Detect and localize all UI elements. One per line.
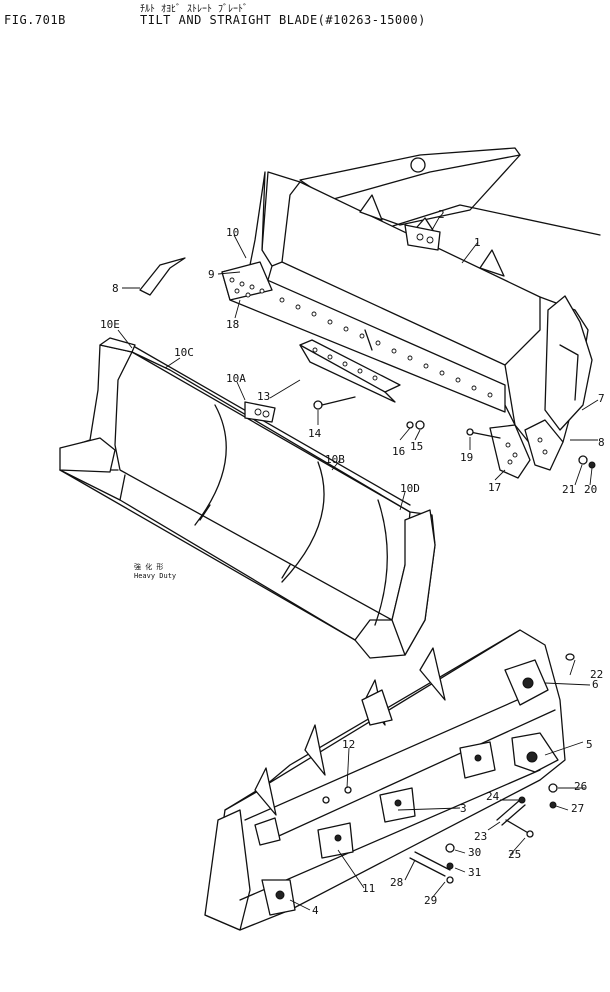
callout-11: 11 xyxy=(362,882,375,895)
callout-29: 29 xyxy=(424,894,437,907)
heavy-duty-label-jp: 強 化 形 xyxy=(134,562,163,571)
callout-6: 6 xyxy=(592,678,599,691)
callout-15: 15 xyxy=(410,440,423,453)
callout-18: 18 xyxy=(226,318,239,331)
callout-31: 31 xyxy=(468,866,481,879)
callout-17: 17 xyxy=(488,481,501,494)
figure-number: FIG.701B xyxy=(4,13,66,27)
callout-30: 30 xyxy=(468,846,481,859)
title-japanese: ﾁﾙﾄ ｵﾖﾋﾞ ｽﾄﾚｰﾄ ﾌﾞﾚｰﾄﾞ xyxy=(140,4,249,15)
callout-7: 7 xyxy=(598,392,605,405)
callout-9: 9 xyxy=(208,268,215,281)
callout-27: 27 xyxy=(571,802,584,815)
leader-lines xyxy=(117,215,599,911)
callout-8-left: 8 xyxy=(112,282,119,295)
callout-14: 14 xyxy=(308,427,322,440)
callout-26: 26 xyxy=(574,780,587,793)
callout-8-right: 8 xyxy=(598,436,605,449)
heavy-duty-blade xyxy=(59,337,436,659)
callout-5: 5 xyxy=(586,738,593,751)
callout-23: 23 xyxy=(474,830,487,843)
callout-28: 28 xyxy=(390,876,403,889)
callout-19: 19 xyxy=(460,451,473,464)
callout-25: 25 xyxy=(508,848,521,861)
callout-22: 22 xyxy=(590,668,603,681)
callout-13: 13 xyxy=(257,390,270,403)
callout-10: 10 xyxy=(226,226,239,239)
callout-10c: 10C xyxy=(174,346,194,359)
callout-20: 20 xyxy=(584,483,597,496)
callout-10e: 10E xyxy=(100,318,120,331)
title-english: TILT AND STRAIGHT BLADE(#10263-15000) xyxy=(140,13,426,27)
callout-labels: 1 2 10 9 8 18 10E 10C 10A 13 14 10B 16 1… xyxy=(100,208,605,917)
callout-3: 3 xyxy=(460,802,467,815)
callout-12: 12 xyxy=(342,738,355,751)
callout-10b: 10B xyxy=(325,453,345,466)
lower-blade-rear xyxy=(204,629,575,931)
heavy-duty-label: Heavy Duty xyxy=(134,572,176,580)
callout-24: 24 xyxy=(486,790,500,803)
callout-16: 16 xyxy=(392,445,405,458)
upper-blade-assembly xyxy=(139,147,601,479)
callout-10d: 10D xyxy=(400,482,420,495)
callout-21: 21 xyxy=(562,483,575,496)
callout-1: 1 xyxy=(474,236,481,249)
callout-10a: 10A xyxy=(226,372,246,385)
callout-4: 4 xyxy=(312,904,319,917)
callout-2: 2 xyxy=(438,208,445,221)
